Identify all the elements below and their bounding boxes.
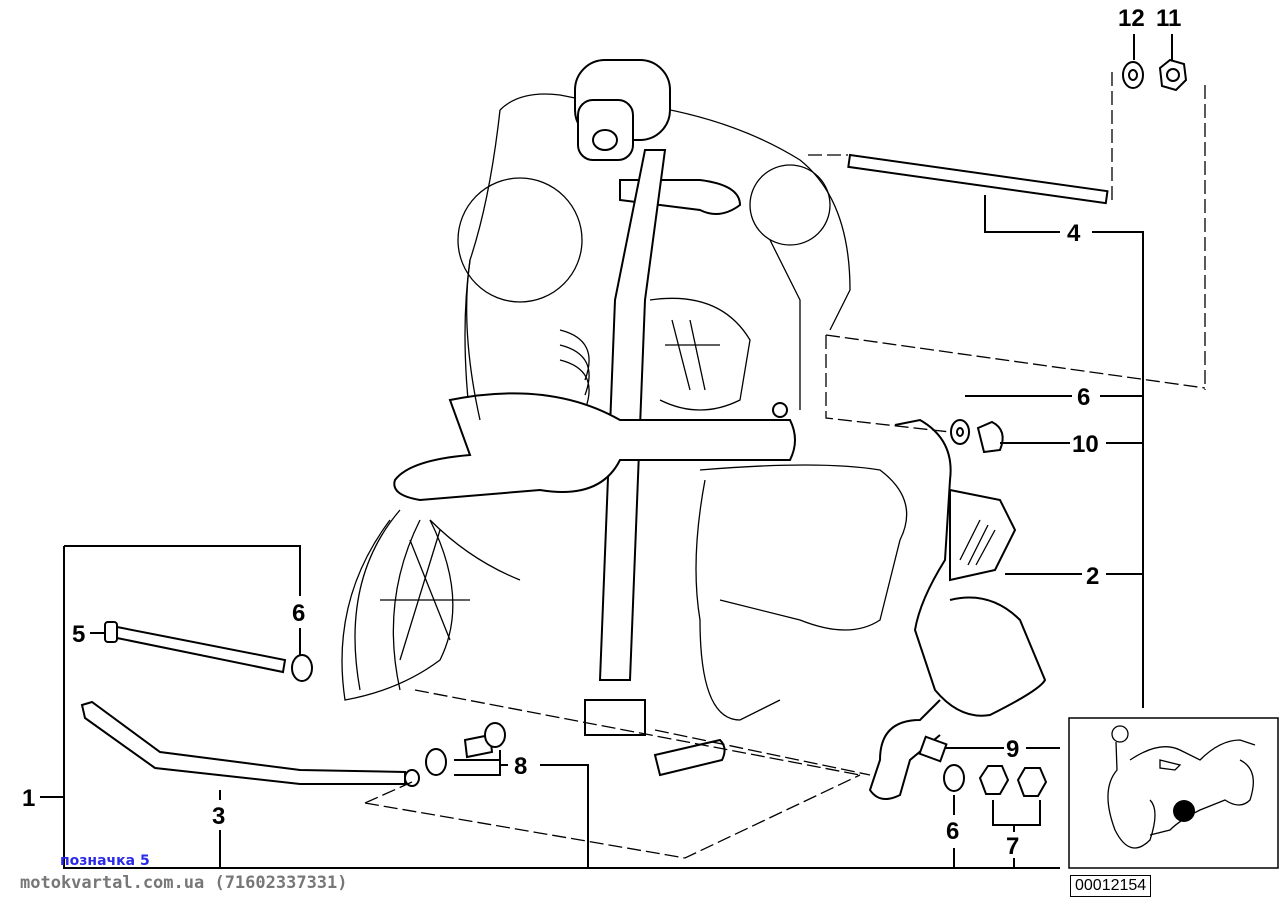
callout-6-top: 6 [1077, 384, 1090, 411]
callout-6-left: 6 [292, 600, 305, 627]
location-dot [1173, 800, 1195, 822]
callout-2: 2 [1086, 563, 1099, 590]
location-inset [1068, 717, 1279, 869]
callout-5: 5 [72, 621, 85, 648]
part-6-washer-top [950, 419, 970, 445]
callout-4: 4 [1067, 220, 1081, 247]
callout-10: 10 [1072, 431, 1099, 458]
motorcycle-sketch [341, 59, 908, 777]
part-6-washer-bottom [943, 764, 965, 792]
callout-3: 3 [212, 803, 225, 830]
callout-6-bottom: 6 [946, 818, 959, 845]
callout-7: 7 [1006, 833, 1019, 860]
part-7-nuts [978, 765, 1048, 797]
part-8-bolt-washer [425, 722, 506, 776]
part-2-crash-bar [868, 418, 1047, 800]
part-12-washer [1122, 61, 1144, 89]
callout-9: 9 [1006, 736, 1019, 763]
part-11-nut [1158, 58, 1188, 92]
callout-1: 1 [22, 785, 35, 812]
watermark: motokvartal.com.ua (71602337331) [20, 873, 348, 893]
callout-12: 12 [1118, 5, 1145, 32]
part-5-bolt [104, 621, 313, 682]
part-10-cap-nut [976, 420, 1004, 454]
callout-8: 8 [514, 753, 527, 780]
callout-11: 11 [1156, 5, 1181, 32]
part-3-bar [80, 700, 420, 787]
diagram-code: 00012154 [1070, 875, 1152, 897]
part-4-stud [847, 153, 1109, 205]
part-9-plate [918, 735, 948, 763]
marker-label: позначка 5 [60, 853, 150, 869]
